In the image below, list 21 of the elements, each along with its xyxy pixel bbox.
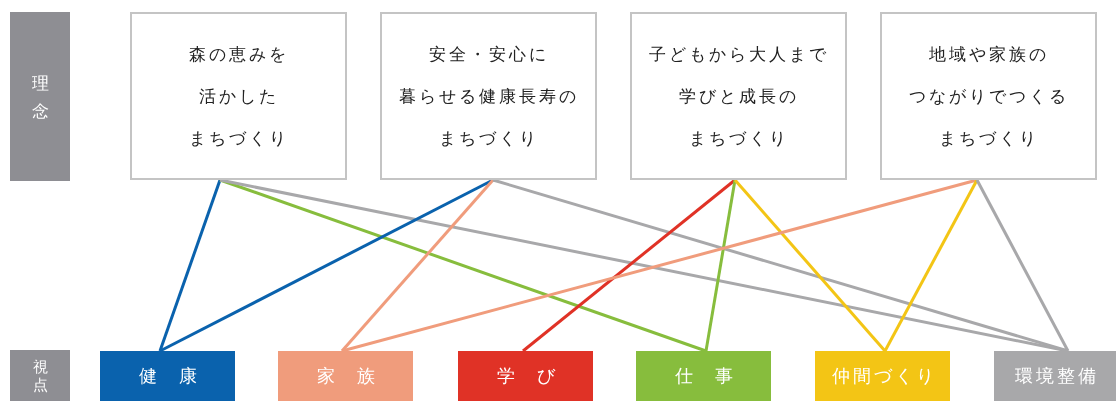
concept-box: 地域や家族のつながりでつくるまちづくり: [880, 12, 1097, 180]
viewpoint-box: 家族: [278, 351, 413, 401]
viewpoint-box: 環境整備: [994, 351, 1116, 401]
viewpoint-box: 健康: [100, 351, 235, 401]
concept-box: 安全・安心に暮らせる健康長寿のまちづくり: [380, 12, 597, 180]
connector-line: [340, 179, 495, 352]
concept-box: 森の恵みを活かしたまちづくり: [130, 12, 347, 180]
connector-line: [341, 178, 978, 353]
viewpoint-box: 仲間づくり: [815, 351, 950, 401]
concept-box: 子どもから大人まで学びと成長のまちづくり: [630, 12, 847, 180]
connector-line: [883, 179, 979, 352]
connector-line: [158, 179, 222, 352]
viewpoint-box: 学び: [458, 351, 593, 401]
connector-line: [704, 179, 737, 352]
connector-line: [522, 178, 736, 353]
row-heading: 理念: [10, 12, 70, 181]
connector-line: [159, 178, 494, 353]
viewpoint-box: 仕事: [636, 351, 771, 401]
connector-line: [733, 179, 887, 352]
connector-line: [975, 179, 1070, 352]
row-heading: 視点: [10, 350, 70, 401]
